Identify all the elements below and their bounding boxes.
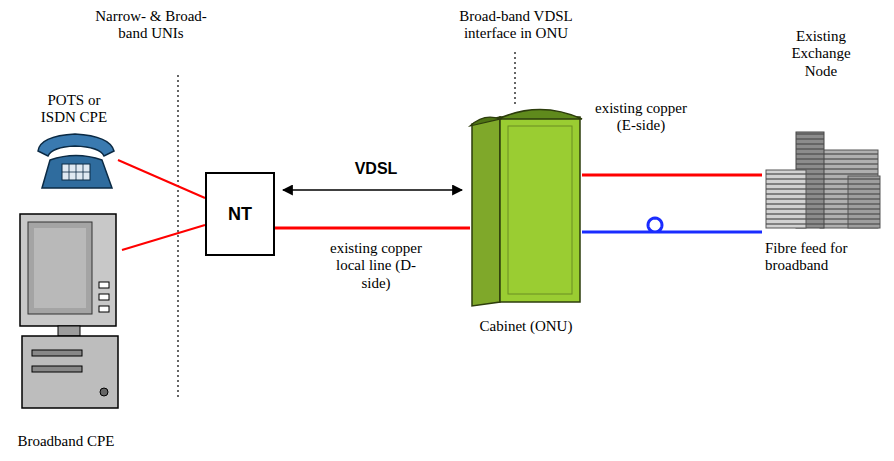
phone-keypad [62, 164, 90, 180]
cabinet-icon [470, 110, 582, 307]
wire-connector [275, 227, 470, 230]
icon-label: Cabinet (ONU) [480, 318, 573, 335]
computer-icon [20, 214, 118, 408]
cabinet-front [500, 117, 580, 302]
drive-slot [32, 350, 82, 356]
wire-connector [582, 218, 762, 232]
telephone-icon [38, 134, 114, 188]
cabinet-lid [498, 110, 582, 120]
nt-box: NT [205, 172, 275, 256]
icon-label: POTS or ISDN CPE [30, 92, 118, 127]
icon-label: Broadband CPE [17, 433, 114, 450]
power-button [100, 388, 108, 396]
connector-label: VDSL [320, 160, 432, 178]
monitor-button [99, 294, 109, 300]
building-windows [848, 176, 880, 228]
cabinet-side [472, 117, 500, 306]
cabinet-lid [470, 117, 500, 126]
icon-label: Existing Exchange Node [781, 28, 861, 80]
boundary-dotted-line [514, 52, 515, 106]
computer-node: Broadband CPE [10, 212, 122, 450]
building-block [766, 170, 806, 228]
cabinet-node: Cabinet (ONU) [470, 108, 582, 335]
computer-base [22, 336, 118, 408]
phone-handset [38, 134, 114, 156]
wire-connector [122, 225, 205, 250]
monitor-screen [28, 222, 92, 314]
connector-label: existing copper local line (D-side) [325, 240, 427, 292]
monitor-button [99, 282, 109, 288]
boundary-dotted-line [177, 75, 178, 398]
screen-glare [34, 228, 86, 308]
cabinet-door [508, 126, 572, 294]
monitor-case [20, 214, 116, 326]
box-label: NT [228, 204, 252, 225]
wire-connector [582, 174, 762, 177]
connector-label: existing copper (E-side) [590, 100, 692, 135]
wire-connector [118, 160, 205, 198]
monitor-button [99, 306, 109, 312]
section-heading: Narrow- & Broad-band UNIs [85, 8, 217, 43]
exchange-node: Existing Exchange Node [762, 28, 880, 238]
vdsl-arrow [283, 189, 462, 191]
exchange-building-icon [766, 132, 880, 228]
phone-body [42, 156, 112, 189]
section-heading: Broad-band VDSL interface in ONU [440, 8, 592, 43]
keypad-grid [62, 164, 90, 180]
connector-label: Fibre feed for broadband [764, 240, 876, 275]
telephone-node: POTS or ISDN CPE [30, 92, 118, 190]
drive-slot [32, 366, 82, 372]
building-windows [766, 170, 806, 228]
building-block [848, 176, 880, 228]
monitor-neck [58, 326, 80, 336]
